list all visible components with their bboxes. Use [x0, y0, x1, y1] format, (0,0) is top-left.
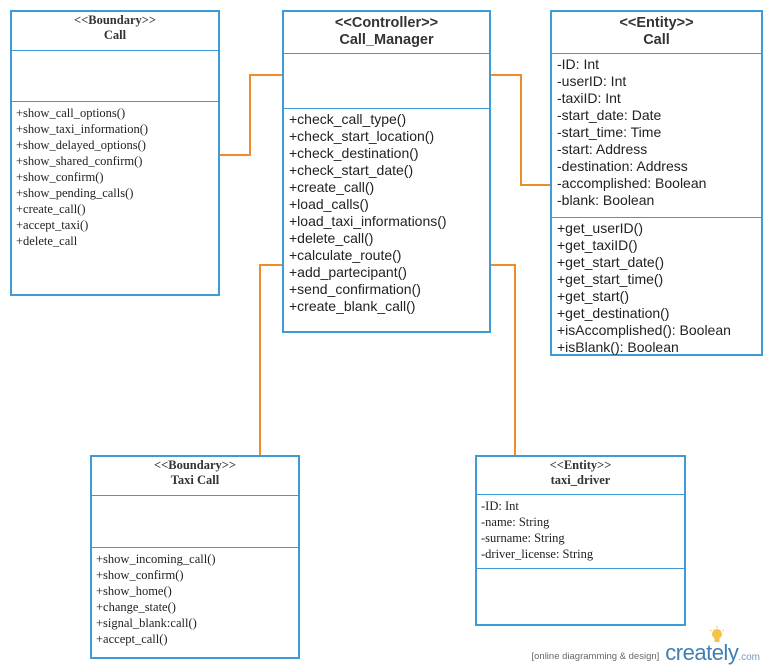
method-row: +delete_call	[16, 234, 78, 248]
method-row: +show_home()	[96, 584, 172, 598]
attribute-row: -name: String	[481, 515, 550, 529]
attribute-row: -ID: Int	[481, 499, 519, 513]
class-name: taxi_driver	[550, 473, 611, 487]
method-row: +show_shared_confirm()	[16, 154, 143, 168]
method-row: +signal_blank:call()	[96, 616, 197, 630]
class-header: <<Entity>> Call	[552, 12, 761, 54]
methods-section: +get_userID() +get_taxiID() +get_start_d…	[552, 218, 761, 356]
method-row: +show_call_options()	[16, 106, 126, 120]
class-call-manager[interactable]: <<Controller>> Call_Manager +check_call_…	[282, 10, 491, 333]
stereotype: <<Boundary>>	[74, 13, 156, 27]
method-row: +show_confirm()	[16, 170, 104, 184]
methods-section: +show_incoming_call() +show_confirm() +s…	[92, 548, 298, 647]
stereotype: <<Entity>>	[619, 15, 694, 31]
stereotype: <<Controller>>	[334, 15, 439, 31]
connector-manager-to-taxi-driver	[490, 264, 516, 456]
brand-name: creately	[665, 640, 739, 665]
method-row: +check_call_type()	[289, 111, 407, 127]
attribute-row: -start_time: Time	[557, 124, 662, 140]
method-row: +create_blank_call()	[289, 298, 416, 314]
method-row: +load_calls()	[289, 196, 369, 212]
class-call-boundary[interactable]: <<Boundary>> Call +show_call_options() +…	[10, 10, 220, 296]
methods-section: +show_call_options() +show_taxi_informat…	[12, 102, 218, 249]
method-row: +show_incoming_call()	[96, 552, 216, 566]
attributes-section: -ID: Int -name: String -surname: String …	[477, 495, 684, 569]
method-row: +create_call()	[16, 202, 86, 216]
connector-manager-to-call-entity	[490, 74, 551, 186]
attribute-row: -start: Address	[557, 141, 648, 157]
method-row: +show_taxi_information()	[16, 122, 149, 136]
class-name: Call_Manager	[339, 32, 434, 48]
class-header: <<Boundary>> Call	[12, 12, 218, 51]
method-row: +calculate_route()	[289, 247, 402, 263]
class-name: Taxi Call	[170, 473, 220, 487]
brand-suffix: .com	[738, 652, 760, 663]
attribute-row: -accomplished: Boolean	[557, 175, 707, 191]
class-header: <<Controller>> Call_Manager	[284, 12, 489, 54]
method-row: +get_start_date()	[557, 254, 665, 270]
method-row: +check_destination()	[289, 145, 419, 161]
footer-tagline: [online diagramming & design]	[531, 651, 660, 662]
method-row: +add_partecipant()	[289, 264, 407, 280]
attribute-row: -ID: Int	[557, 56, 600, 72]
method-row: +get_start()	[557, 288, 629, 304]
attribute-row: -surname: String	[481, 531, 565, 545]
attribute-row: -blank: Boolean	[557, 192, 655, 208]
class-taxi-driver[interactable]: <<Entity>> taxi_driver -ID: Int -name: S…	[475, 455, 686, 626]
methods-section: +check_call_type() +check_start_location…	[284, 109, 489, 315]
method-row: +isAccomplished(): Boolean	[557, 322, 731, 338]
class-name: Call	[643, 32, 670, 48]
attribute-row: -driver_license: String	[481, 547, 594, 561]
method-row: +accept_taxi()	[16, 218, 89, 232]
class-name: Call	[103, 28, 127, 42]
stereotype: <<Entity>>	[549, 458, 612, 472]
method-row: +get_destination()	[557, 305, 670, 321]
method-row: +get_userID()	[557, 220, 643, 236]
method-row: +delete_call()	[289, 230, 374, 246]
stereotype: <<Boundary>>	[154, 458, 236, 472]
method-row: +load_taxi_informations()	[289, 213, 447, 229]
creately-logo: creately.com	[665, 626, 760, 666]
attributes-section	[284, 54, 489, 109]
attributes-section: -ID: Int -userID: Int -taxiID: Int -star…	[552, 54, 761, 218]
method-row: +check_start_date()	[289, 162, 414, 178]
attribute-row: -destination: Address	[557, 158, 688, 174]
method-row: +show_pending_calls()	[16, 186, 134, 200]
attributes-section	[92, 496, 298, 548]
method-row: +isBlank(): Boolean	[557, 339, 679, 355]
method-row: +check_start_location()	[289, 128, 435, 144]
class-taxi-call[interactable]: <<Boundary>> Taxi Call +show_incoming_ca…	[90, 455, 300, 659]
attribute-row: -taxiID: Int	[557, 90, 621, 106]
connector-manager-to-taxi-call	[259, 264, 282, 456]
class-header: <<Entity>> taxi_driver	[477, 457, 684, 495]
attributes-section	[12, 51, 218, 102]
method-row: +get_start_time()	[557, 271, 664, 287]
creately-watermark[interactable]: [online diagramming & design] creately.c…	[531, 626, 760, 666]
method-row: +show_confirm()	[96, 568, 184, 582]
class-call-entity[interactable]: <<Entity>> Call -ID: Int -userID: Int -t…	[550, 10, 763, 356]
method-row: +send_confirmation()	[289, 281, 421, 297]
method-row: +accept_call()	[96, 632, 168, 646]
class-header: <<Boundary>> Taxi Call	[92, 457, 298, 496]
lightbulb-icon	[710, 626, 725, 642]
attribute-row: -userID: Int	[557, 73, 627, 89]
connector-call-boundary-to-manager	[220, 74, 282, 156]
method-row: +create_call()	[289, 179, 375, 195]
method-row: +change_state()	[96, 600, 176, 614]
method-row: +get_taxiID()	[557, 237, 638, 253]
method-row: +show_delayed_options()	[16, 138, 146, 152]
attribute-row: -start_date: Date	[557, 107, 662, 123]
